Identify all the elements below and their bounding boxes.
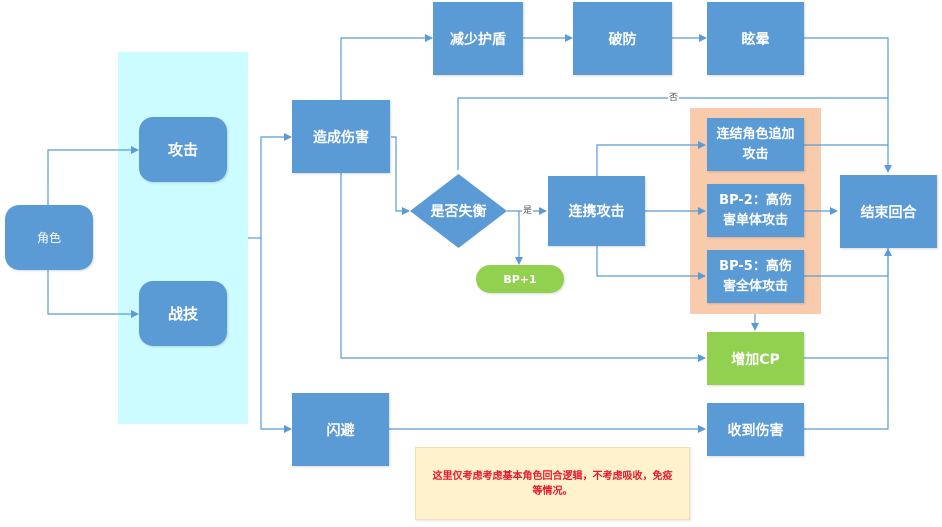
node-bp2-single[interactable]: BP-2：高伤害单体攻击 bbox=[707, 184, 804, 237]
node-bp5-all-label: BP-5：高伤害全体攻击 bbox=[719, 258, 792, 294]
edge-label-no: 否 bbox=[668, 93, 680, 103]
edge-to-deal-damage bbox=[260, 133, 292, 238]
node-combo-attack[interactable]: 连携攻击 bbox=[548, 176, 645, 246]
node-add-cp[interactable]: 增加CP bbox=[707, 332, 804, 385]
note-box: 这里仅考虑考虑基本角色回合逻辑，不考虑吸收，免疫等情况。 bbox=[415, 447, 690, 520]
node-break-defense-label: 破防 bbox=[608, 31, 637, 48]
node-dodge[interactable]: 闪避 bbox=[292, 393, 389, 466]
node-take-damage-label: 收到伤害 bbox=[727, 422, 784, 439]
node-bp2-single-label: BP-2：高伤害单体攻击 bbox=[719, 192, 792, 228]
edge-take-damage-end bbox=[804, 248, 892, 430]
edge-deal-damage-add-cp bbox=[340, 172, 706, 362]
node-skill[interactable]: 战技 bbox=[139, 281, 227, 346]
node-bp5-all[interactable]: BP-5：高伤害全体攻击 bbox=[707, 250, 804, 303]
node-is-broken-label: 是否失衡 bbox=[430, 204, 487, 220]
node-linked-follow-up[interactable]: 连结角色追加攻击 bbox=[707, 118, 804, 171]
node-stun-label: 眩晕 bbox=[741, 31, 770, 48]
node-bp-plus[interactable]: BP+1 bbox=[476, 265, 564, 293]
node-end-turn-label: 结束回合 bbox=[860, 204, 917, 221]
edge-to-dodge bbox=[260, 238, 292, 433]
edge-bp5-end bbox=[804, 248, 889, 277]
node-reduce-shield-label: 减少护盾 bbox=[450, 31, 506, 48]
edge-to-is-broken bbox=[391, 136, 410, 215]
node-role[interactable]: 角色 bbox=[5, 205, 93, 270]
node-add-cp-label: 增加CP bbox=[731, 351, 780, 368]
edge-role-skill bbox=[47, 270, 139, 318]
edge-label-yes: 是 bbox=[522, 206, 534, 216]
node-deal-damage[interactable]: 造成伤害 bbox=[292, 100, 390, 173]
node-end-turn[interactable]: 结束回合 bbox=[840, 175, 937, 248]
node-role-label: 角色 bbox=[36, 231, 61, 245]
action-group-region bbox=[118, 52, 248, 424]
node-linked-follow-up-label: 连结角色追加攻击 bbox=[716, 126, 795, 162]
node-attack-label: 攻击 bbox=[167, 141, 198, 159]
note-text: 这里仅考虑考虑基本角色回合逻辑，不考虑吸收，免疫等情况。 bbox=[432, 470, 673, 497]
node-attack[interactable]: 攻击 bbox=[139, 117, 227, 182]
node-dodge-label: 闪避 bbox=[326, 422, 355, 439]
edge-role-attack bbox=[47, 146, 139, 205]
node-skill-label: 战技 bbox=[167, 305, 198, 323]
node-reduce-shield[interactable]: 减少护盾 bbox=[433, 2, 523, 75]
node-bp-plus-label: BP+1 bbox=[503, 272, 537, 286]
edge-no bbox=[457, 97, 888, 170]
edge-to-bp5 bbox=[596, 246, 706, 280]
node-stun[interactable]: 眩晕 bbox=[707, 2, 804, 75]
node-deal-damage-label: 造成伤害 bbox=[313, 129, 369, 146]
edge-to-follow-up bbox=[596, 141, 706, 176]
edge-stun-end bbox=[804, 37, 892, 173]
decision-diamond-shape bbox=[410, 174, 507, 248]
node-combo-attack-label: 连携攻击 bbox=[568, 204, 625, 220]
node-is-broken[interactable]: 是否失衡 bbox=[410, 174, 507, 248]
node-take-damage[interactable]: 收到伤害 bbox=[707, 403, 804, 456]
edge-to-reduce-shield bbox=[340, 34, 433, 100]
node-break-defense[interactable]: 破防 bbox=[573, 2, 672, 75]
